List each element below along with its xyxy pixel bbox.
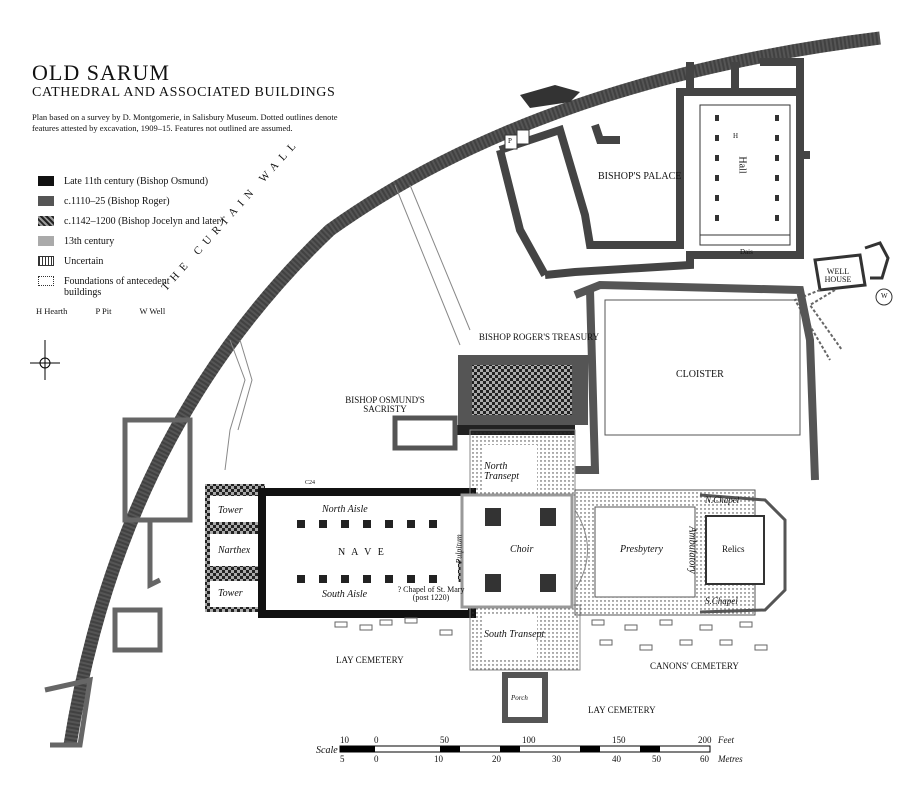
antecedent-foundations bbox=[44, 417, 193, 748]
cloister bbox=[573, 280, 819, 481]
label-lay-cemetery-south: LAY CEMETERY bbox=[588, 705, 656, 715]
label-nave: N A V E bbox=[338, 547, 386, 558]
scale-tick-metres: 50 bbox=[652, 754, 661, 764]
legend-item: Foundations of antecedent buildings bbox=[38, 276, 223, 304]
label-canons-cemetery: CANONS' CEMETERY bbox=[650, 661, 739, 671]
bishops-palace bbox=[496, 58, 810, 279]
hall-piers bbox=[715, 115, 779, 221]
label-cloister: CLOISTER bbox=[676, 369, 724, 380]
label-tower-north: Tower bbox=[218, 505, 243, 516]
title: OLD SARUM bbox=[32, 60, 170, 85]
legend-item: 13th century bbox=[38, 236, 223, 256]
legend: Late 11th century (Bishop Osmund) c.1110… bbox=[38, 176, 223, 304]
scale-tick-feet: 200 bbox=[698, 735, 712, 745]
label-south-chapel: S.Chapel bbox=[705, 596, 738, 606]
label-ambulatory: Ambulatory bbox=[686, 526, 698, 574]
swatch-13th-century bbox=[38, 236, 54, 246]
scale-tick-metres: 40 bbox=[612, 754, 621, 764]
scale-tick-metres: 10 bbox=[434, 754, 443, 764]
ambulatory bbox=[699, 493, 787, 614]
label-tower-south: Tower bbox=[218, 588, 243, 599]
label-c24: C24 bbox=[305, 480, 316, 486]
scale-tick-feet: 50 bbox=[440, 735, 449, 745]
label-lay-cemetery-west: LAY CEMETERY bbox=[336, 655, 404, 665]
scale-tick-feet: 10 bbox=[340, 735, 349, 745]
label-choir: Choir bbox=[510, 544, 534, 555]
label-porch: Porch bbox=[511, 694, 528, 702]
key-well: W Well bbox=[139, 306, 166, 316]
label-relics: Relics bbox=[722, 544, 745, 554]
plan-note: Plan based on a survey by D. Montgomerie… bbox=[32, 112, 338, 133]
scale-tick-metres: 20 bbox=[492, 754, 501, 764]
label-pulpitum: Pulpitum bbox=[454, 534, 464, 564]
key-pit: P Pit bbox=[95, 306, 112, 316]
label-pit: P bbox=[508, 137, 512, 145]
nave-piers bbox=[297, 520, 437, 583]
burials bbox=[334, 617, 768, 651]
label-chapel-st-mary: ? Chapel of St. Mary (post 1220) bbox=[397, 585, 465, 602]
nave-walls bbox=[258, 488, 476, 618]
gate-structure bbox=[520, 85, 580, 108]
label-hall: Hall bbox=[736, 156, 748, 174]
scale-tick-feet: 0 bbox=[374, 735, 379, 745]
legend-item: c.1110–25 (Bishop Roger) bbox=[38, 196, 223, 216]
swatch-foundations bbox=[38, 276, 54, 286]
porch bbox=[502, 672, 548, 723]
label-bishops-palace: BISHOP'S PALACE bbox=[598, 171, 682, 182]
swatch-osmund bbox=[38, 176, 54, 186]
subtitle: CATHEDRAL AND ASSOCIATED BUILDINGS bbox=[32, 85, 336, 100]
label-presbytery: Presbytery bbox=[620, 544, 663, 555]
swatch-roger bbox=[38, 196, 54, 206]
paths bbox=[224, 184, 471, 471]
well-house bbox=[813, 241, 890, 292]
label-north-aisle: North Aisle bbox=[322, 504, 368, 515]
scale-feet-label: Feet bbox=[718, 735, 734, 745]
label-hall-hearth: H bbox=[733, 132, 739, 140]
scale-tick-feet: 100 bbox=[522, 735, 536, 745]
scale-tick-metres: 5 bbox=[340, 754, 345, 764]
scale-tick-metres: 60 bbox=[700, 754, 709, 764]
key-hearth: H Hearth bbox=[36, 306, 68, 316]
scale-tick-metres: 30 bbox=[552, 754, 561, 764]
label-dais: Dais bbox=[740, 248, 753, 256]
label-narthex: Narthex bbox=[218, 545, 251, 556]
label-well-house: WELL HOUSE bbox=[824, 267, 852, 284]
label-south-transept: South Transept bbox=[484, 629, 545, 640]
label-south-aisle: South Aisle bbox=[322, 589, 368, 600]
scale-label: Scale bbox=[316, 745, 338, 756]
label-treasury: BISHOP ROGER'S TREASURY bbox=[478, 332, 600, 342]
sacristy bbox=[392, 415, 458, 451]
swatch-uncertain bbox=[38, 256, 54, 266]
label-north-chapel: N.Chapel bbox=[705, 495, 740, 505]
well bbox=[875, 288, 893, 306]
swatch-jocelyn bbox=[38, 216, 54, 226]
crossing-piers bbox=[485, 508, 556, 592]
legend-item: Late 11th century (Bishop Osmund) bbox=[38, 176, 223, 196]
north-arrow bbox=[30, 340, 60, 380]
label-well: W bbox=[881, 292, 888, 300]
curtain-wall bbox=[63, 31, 881, 747]
relics bbox=[705, 515, 765, 585]
scale-metres-label: Metres bbox=[718, 754, 743, 764]
legend-item: c.1142–1200 (Bishop Jocelyn and later) bbox=[38, 216, 223, 236]
label-north-transept: North Transept bbox=[484, 461, 520, 482]
label-sacristy: BISHOP OSMUND'S SACRISTY bbox=[345, 395, 425, 414]
legend-item: Uncertain bbox=[38, 256, 223, 276]
scale-tick-metres: 0 bbox=[374, 754, 379, 764]
symbol-key: H Hearth P Pit W Well bbox=[36, 306, 191, 316]
scale-tick-feet: 150 bbox=[612, 735, 626, 745]
